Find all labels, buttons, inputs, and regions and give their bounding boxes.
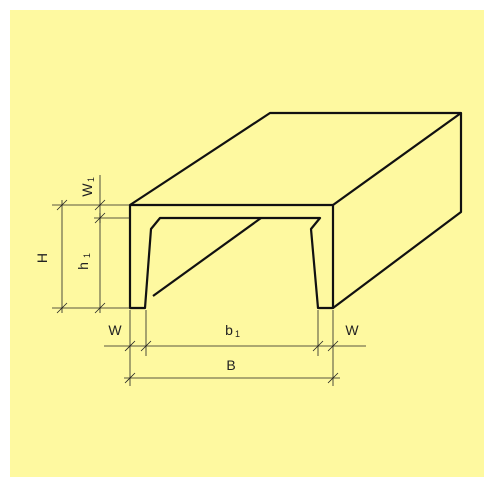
- tick-chain-2: [140, 340, 152, 352]
- label-h1-subscript: 1: [82, 253, 92, 258]
- tick-chain-1: [124, 340, 136, 352]
- label-W1-group: W 1: [79, 177, 96, 197]
- tick-W1-top: [94, 199, 106, 211]
- inner-soffit-edge: [152, 217, 262, 297]
- tick-H-bottom: [56, 302, 68, 314]
- left-dimensions: [52, 175, 130, 314]
- bottom-dimensions: [104, 310, 366, 386]
- label-W1-subscript: 1: [86, 177, 96, 182]
- tick-h1-bottom: [94, 302, 106, 314]
- diagram-background: [10, 10, 484, 477]
- tick-chain-4: [327, 340, 339, 352]
- tick-B-left: [124, 372, 136, 384]
- label-W1: W: [79, 183, 95, 197]
- top-face: [129, 111, 463, 206]
- label-b1: b: [225, 322, 233, 338]
- right-side-face: [332, 113, 463, 309]
- u-channel-body: [128, 111, 463, 310]
- label-B: B: [226, 357, 235, 373]
- label-h1-group: h 1: [75, 253, 92, 270]
- label-W-right: W: [345, 322, 359, 338]
- label-W-left: W: [108, 322, 122, 338]
- label-b1-subscript: 1: [235, 329, 240, 339]
- front-face-outline: [128, 203, 335, 310]
- dimension-labels: H h 1 W 1 W b 1 W B: [34, 177, 359, 373]
- tick-B-right: [327, 372, 339, 384]
- label-H: H: [34, 253, 50, 263]
- tick-chain-3: [312, 340, 324, 352]
- tick-H-top: [56, 199, 68, 211]
- label-h1: h: [75, 262, 91, 270]
